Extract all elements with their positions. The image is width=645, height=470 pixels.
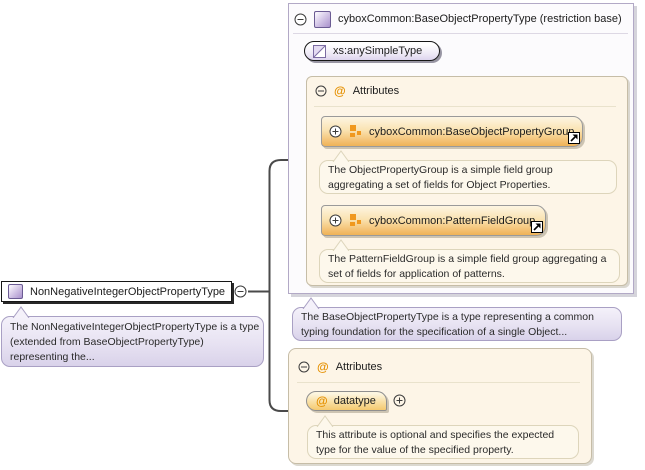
- element-nonnegativeintegerobjectpropertytype[interactable]: NonNegativeIntegerObjectPropertyType: [1, 281, 232, 302]
- tooltip-notch: [332, 150, 350, 162]
- minus-icon: [234, 285, 247, 298]
- annotation-group: The ObjectPropertyGroup is a simple fiel…: [319, 150, 617, 194]
- divider: [314, 106, 616, 107]
- tooltip-notch: [332, 239, 350, 251]
- expand-toggle-group[interactable]: [329, 214, 342, 227]
- tooltip-notch: [302, 297, 320, 309]
- tooltip-notch: [12, 306, 30, 318]
- collapse-toggle-base-type[interactable]: [294, 13, 307, 26]
- element-label: NonNegativeIntegerObjectPropertyType: [30, 285, 226, 298]
- collapse-toggle-attributes[interactable]: [315, 85, 327, 97]
- annotation-base-type: The BaseObjectPropertyType is a type rep…: [292, 297, 622, 341]
- base-type-title: cyboxCommon:BaseObjectPropertyType (rest…: [338, 13, 622, 25]
- expand-toggle-attribute[interactable]: [393, 394, 406, 407]
- attribute-datatype[interactable]: @ datatype: [306, 391, 387, 411]
- annotation-line: The BaseObjectPropertyType is a type rep…: [301, 311, 594, 323]
- annotation-group: The PatternFieldGroup is a simple field …: [319, 239, 620, 283]
- minus-icon: [294, 13, 307, 25]
- complex-type-icon: [314, 10, 331, 28]
- annotation-line: aggregating a set of fields for Object P…: [328, 179, 551, 191]
- go-to-definition-icon[interactable]: [568, 132, 580, 144]
- attributes-panel: @ Attributes @ datatype This attribute i…: [288, 348, 592, 464]
- annotation-line: representing the...: [10, 351, 95, 363]
- minus-icon: [315, 85, 327, 97]
- divider: [297, 382, 580, 383]
- annotation-line: The ObjectPropertyGroup is a simple fiel…: [328, 164, 553, 176]
- divider: [293, 33, 628, 34]
- simple-type-pill[interactable]: xs:anySimpleType: [304, 41, 440, 61]
- expand-toggle-group[interactable]: [329, 125, 342, 138]
- tooltip-notch: [316, 415, 334, 427]
- attribute-at-icon: @: [334, 84, 346, 98]
- annotation-line: The NonNegativeIntegerObjectPropertyType…: [10, 321, 260, 333]
- attribute-group-icon: [350, 214, 361, 226]
- annotation-line: This attribute is optional and specifies…: [316, 429, 555, 441]
- simple-type-label: xs:anySimpleType: [333, 45, 423, 57]
- attribute-name: datatype: [333, 395, 376, 407]
- group-label: cyboxCommon:PatternFieldGroup: [369, 214, 536, 227]
- annotation-line: (extended from BaseObjectPropertyType): [10, 336, 204, 348]
- base-type-panel: cyboxCommon:BaseObjectPropertyType (rest…: [288, 3, 634, 294]
- group-base-object-property-group[interactable]: cyboxCommon:BaseObjectPropertyGroup: [321, 116, 583, 147]
- annotation-line: The PatternFieldGroup is a simple field …: [328, 253, 607, 265]
- annotation-line: type for the value of the specified prop…: [316, 444, 514, 456]
- plus-icon: [393, 394, 406, 407]
- collapse-toggle-attributes[interactable]: [298, 361, 310, 373]
- annotation-line: set of fields for application of pattern…: [328, 268, 505, 280]
- collapse-toggle-element[interactable]: [234, 285, 247, 298]
- attribute-at-icon: @: [316, 394, 328, 408]
- minus-icon: [298, 361, 310, 373]
- group-label: cyboxCommon:BaseObjectPropertyGroup: [369, 125, 575, 138]
- group-pattern-field-group[interactable]: cyboxCommon:PatternFieldGroup: [321, 205, 546, 236]
- attributes-section-title: Attributes: [352, 85, 400, 97]
- attributes-panel-title: Attributes: [335, 361, 383, 373]
- annotation-line: typing foundation for the specification …: [301, 326, 568, 338]
- attribute-group-icon: [350, 125, 361, 137]
- go-to-definition-icon[interactable]: [531, 221, 543, 233]
- attribute-at-icon: @: [317, 360, 329, 374]
- element-icon: [8, 284, 23, 299]
- attributes-section: @ Attributes cyboxCommon:: [306, 76, 628, 286]
- plus-icon: [329, 125, 342, 138]
- simple-type-icon: [313, 44, 326, 58]
- annotation-element: The NonNegativeIntegerObjectPropertyType…: [1, 306, 264, 367]
- plus-icon: [329, 214, 342, 227]
- annotation-attribute: This attribute is optional and specifies…: [307, 415, 579, 459]
